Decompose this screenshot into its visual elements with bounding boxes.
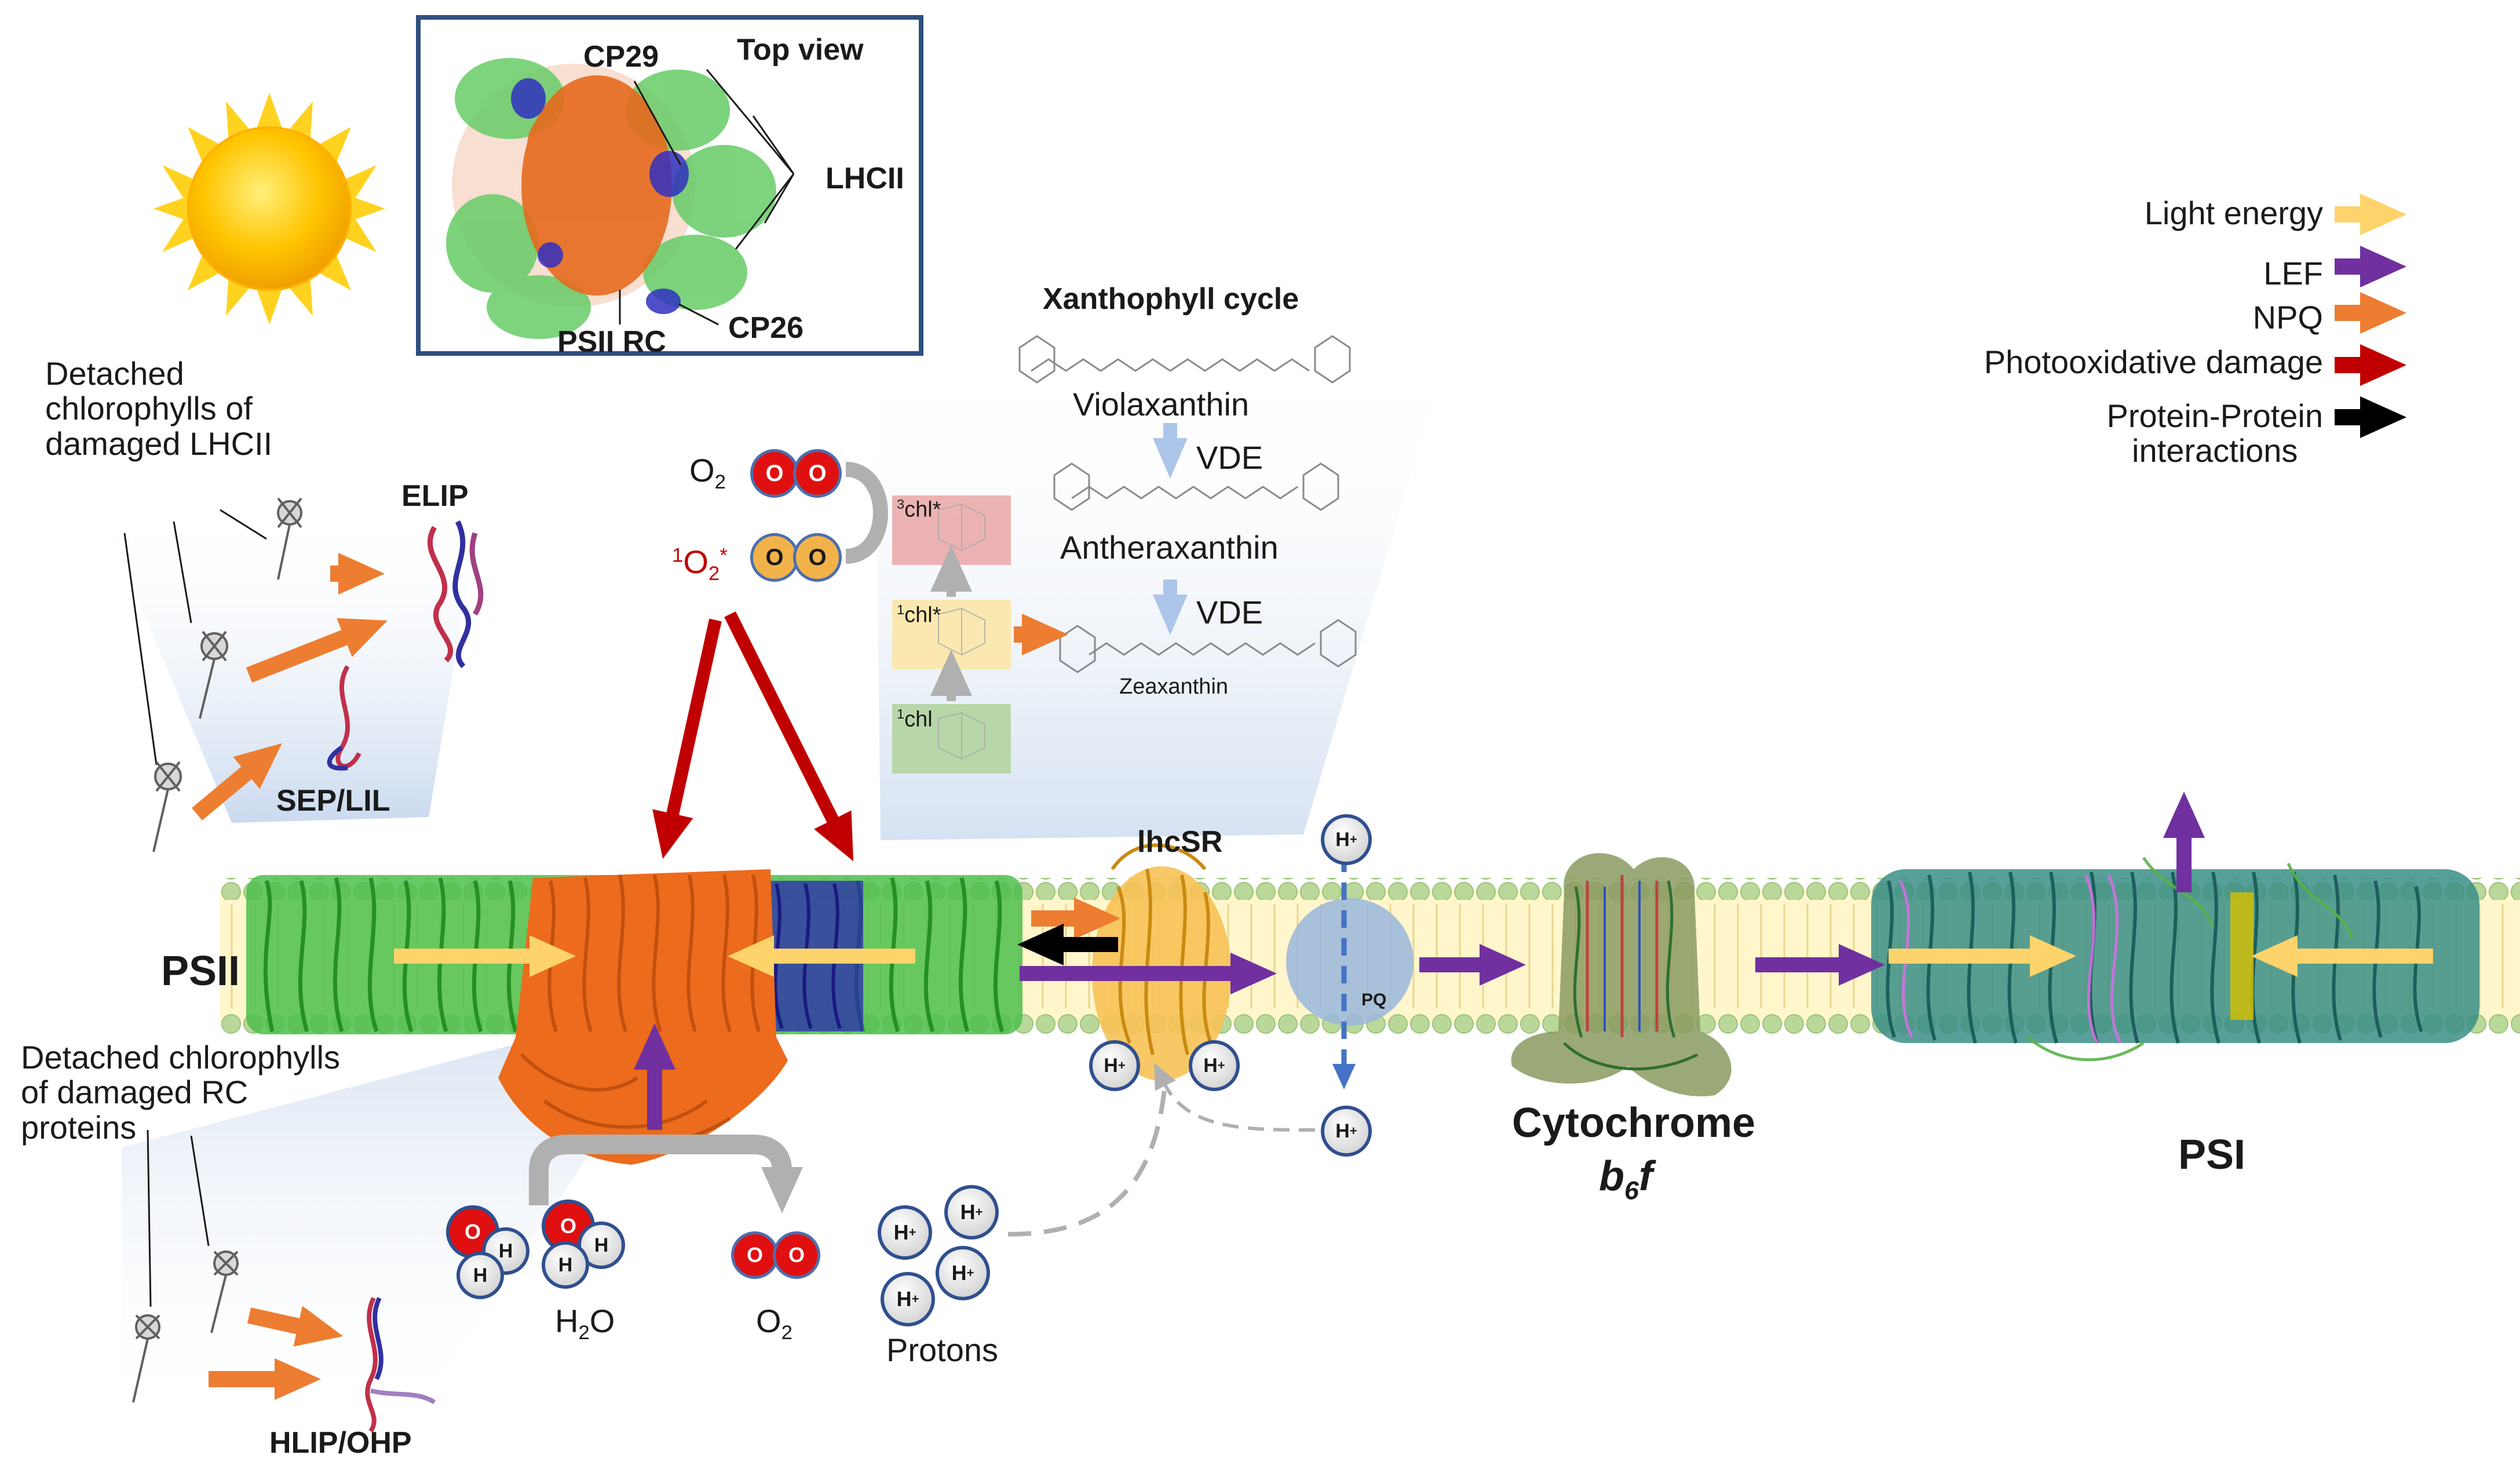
chl-state-boxes [892, 495, 1011, 774]
proton-cluster-1: H+ [878, 1205, 932, 1260]
violaxanthin-label: Violaxanthin [1073, 386, 1250, 422]
psi-label: PSI [2178, 1132, 2246, 1178]
singlet-oxygen-label: 1O2* [672, 544, 728, 585]
inset-label-cp26: CP26 [728, 311, 804, 345]
vde-label-2: VDE [1196, 594, 1263, 630]
elip-protein [428, 520, 484, 669]
lef-arrows [634, 792, 2205, 1130]
legend-item-light-energy: Light energy [2144, 195, 2323, 231]
water-split-arrow [529, 1135, 803, 1213]
oxygen-atom: O [731, 1231, 779, 1279]
protons-label: Protons [886, 1332, 998, 1368]
chl-singlet-excited-label: 1chl* [897, 602, 941, 628]
h2o-label: H2O [555, 1303, 615, 1344]
lhcsr-label: lhcSR [1137, 825, 1223, 859]
legend-item-npq: NPQ [2252, 299, 2323, 336]
water-molecule-1: O H H [446, 1205, 545, 1299]
hydrogen-atom: H [456, 1252, 504, 1299]
npq-arrows [192, 553, 1120, 1400]
oxygen-atom: O [750, 449, 799, 498]
oxygen-atom: O [793, 449, 842, 498]
legend-item-lef: LEF [2263, 255, 2323, 291]
o2-molecule-singlet: O O [750, 533, 843, 582]
o2-product-label: O2 [756, 1303, 792, 1344]
oxygen-atom: O [750, 533, 799, 582]
o2-molecule-ground: O O [750, 449, 843, 498]
sep-lil-label: SEP/LIL [276, 784, 390, 818]
proton-pq-bottom: H+ [1321, 1106, 1372, 1157]
sun-icon [154, 93, 385, 325]
proton-lumen-dashed [1007, 1089, 1167, 1237]
legend-item-protein-interactions: Protein-Protein interactions [2106, 398, 2323, 469]
chlorophyll-molecules [132, 497, 302, 1403]
b6f-label: b6f [1599, 1153, 1653, 1205]
proton-pq-top: H+ [1321, 814, 1372, 865]
psi-complex [1871, 856, 2479, 1062]
xanthophyll-molecules [1018, 335, 1357, 673]
zeaxanthin-label: Zeaxanthin [1119, 674, 1229, 699]
damage-arrows [652, 611, 854, 862]
legend-arrows [2335, 194, 2406, 438]
legend-item-photooxidative-damage: Photooxidative damage [1984, 344, 2323, 380]
leader-lines [123, 509, 267, 1307]
inset-title: Top view [737, 33, 864, 67]
water-molecule-2: O H H [542, 1199, 640, 1289]
hlip-ohp-label: HLIP/OHP [269, 1426, 412, 1460]
cytochrome-b6f-complex [1511, 853, 1732, 1096]
antheraxanthin-label: Antheraxanthin [1060, 529, 1279, 566]
pq-circle [1286, 898, 1414, 1026]
vde-label-1: VDE [1196, 439, 1263, 476]
hydrogen-atom: H [542, 1241, 589, 1289]
oxygen-atom: O [793, 533, 842, 582]
detached-lhcii-label: Detached chlorophylls of damaged LHCII [45, 355, 273, 462]
sep-lil-protein [327, 665, 361, 771]
hlip-ohp-protein [365, 1297, 436, 1433]
oxygen-cycle-arrow [845, 462, 888, 564]
psii-label: PSII [161, 948, 240, 994]
xanthophyll-title: Xanthophyll cycle [1043, 282, 1299, 316]
proton-lhcsr-1: H+ [1089, 1040, 1140, 1091]
proton-cluster-2: H+ [944, 1185, 999, 1239]
pq-label: PQ [1361, 990, 1387, 1009]
proton-cluster-3: H+ [936, 1246, 990, 1300]
inset-label-lhcii: LHCII [826, 162, 904, 195]
o2-molecule-product: O O [731, 1231, 824, 1279]
inset-label-cp29: CP29 [583, 40, 659, 74]
proton-lhcsr-2: H+ [1189, 1040, 1240, 1091]
detached-rc-label: Detached chlorophylls of damaged RC prot… [21, 1039, 340, 1146]
chl-ground-label: 1chl [897, 706, 933, 732]
inset-top-view [416, 15, 923, 356]
proton-cluster-4: H+ [881, 1272, 935, 1326]
legend: Light energy LEF NPQ Photooxidative dama… [1825, 191, 2323, 493]
inset-label-psii-rc: PSII RC [557, 325, 666, 359]
cytochrome-label: Cytochrome [1512, 1100, 1756, 1146]
elip-label: ELIP [401, 479, 469, 513]
o2-ground-label: O2 [689, 452, 726, 494]
oxygen-atom: O [773, 1231, 820, 1279]
proton-return-dashed [1154, 1063, 1316, 1132]
chl-triplet-label: 3chl* [897, 497, 941, 522]
